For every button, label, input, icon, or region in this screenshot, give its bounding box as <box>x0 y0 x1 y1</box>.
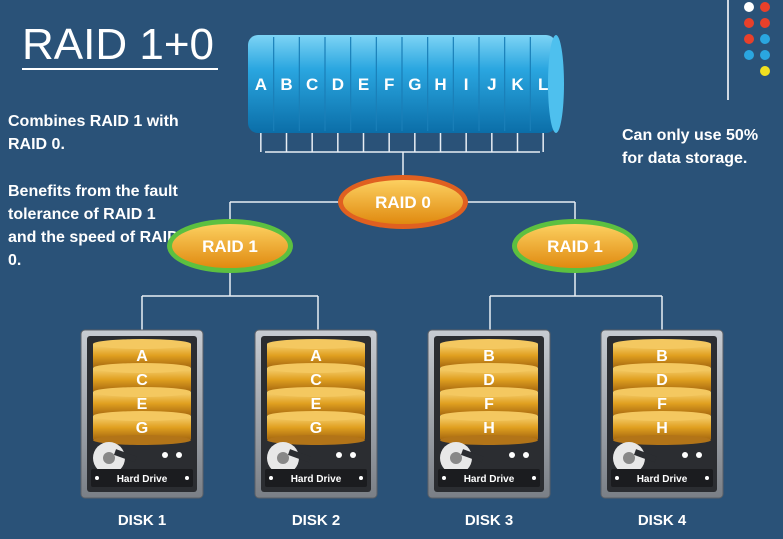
array-block-label: B <box>280 75 292 94</box>
description-line2: Benefits from the fault tolerance of RAI… <box>8 183 179 269</box>
array-block-label: F <box>384 75 394 94</box>
disk-block-label: F <box>657 396 667 413</box>
array-block-label: J <box>487 75 496 94</box>
storage-note: Can only use 50% for data storage. <box>622 127 759 167</box>
disk-block-label: F <box>484 396 494 413</box>
raid0-node: RAID 0 <box>338 175 468 229</box>
disk-name: DISK 1 <box>117 512 167 529</box>
array-block-label: K <box>511 75 524 94</box>
disk-block-label: D <box>483 372 495 389</box>
disk-block-label: G <box>310 420 322 437</box>
disk-block-label: A <box>136 348 148 365</box>
array-block-label: I <box>464 75 469 94</box>
disk-block-label: H <box>656 420 668 437</box>
disk-block-label: D <box>656 372 668 389</box>
disk-block-label: E <box>137 396 148 413</box>
hard-drive-caption: Hard Drive <box>637 474 688 485</box>
raid1-node-right: RAID 1 <box>512 219 638 273</box>
disk-name: DISK 3 <box>464 512 514 529</box>
array-block-label: D <box>332 75 344 94</box>
array-block-label: A <box>255 75 267 94</box>
raid0-node-label: RAID 0 <box>375 193 431 212</box>
disk-block-label: C <box>136 372 148 389</box>
hard-drive-caption: Hard Drive <box>464 474 515 485</box>
array-block-label: C <box>306 75 318 94</box>
disk-block-label: A <box>310 348 322 365</box>
disk-block-label: B <box>483 348 495 365</box>
array-block-label: H <box>434 75 446 94</box>
disk-block-label: B <box>656 348 668 365</box>
disk-block-label: C <box>310 372 322 389</box>
decorative-dots <box>740 0 783 80</box>
hard-drive-caption: Hard Drive <box>291 474 342 485</box>
decorative-divider <box>727 0 729 100</box>
disk-block-label: H <box>483 420 495 437</box>
page-title: RAID 1+0 <box>22 22 218 70</box>
raid1-node-right-label: RAID 1 <box>547 237 603 256</box>
array-block-label: E <box>358 75 369 94</box>
hard-drive-caption: Hard Drive <box>117 474 168 485</box>
description-line1: Combines RAID 1 with RAID 0. <box>8 113 179 153</box>
array-block-label: G <box>408 75 421 94</box>
disk-name: DISK 4 <box>637 512 687 529</box>
disk-name: DISK 2 <box>291 512 341 529</box>
raid1-node-left-label: RAID 1 <box>202 237 258 256</box>
disk-block-label: G <box>136 420 148 437</box>
array-block-label: L <box>538 75 548 94</box>
raid1-node-left: RAID 1 <box>167 219 293 273</box>
disk-block-label: E <box>311 396 322 413</box>
